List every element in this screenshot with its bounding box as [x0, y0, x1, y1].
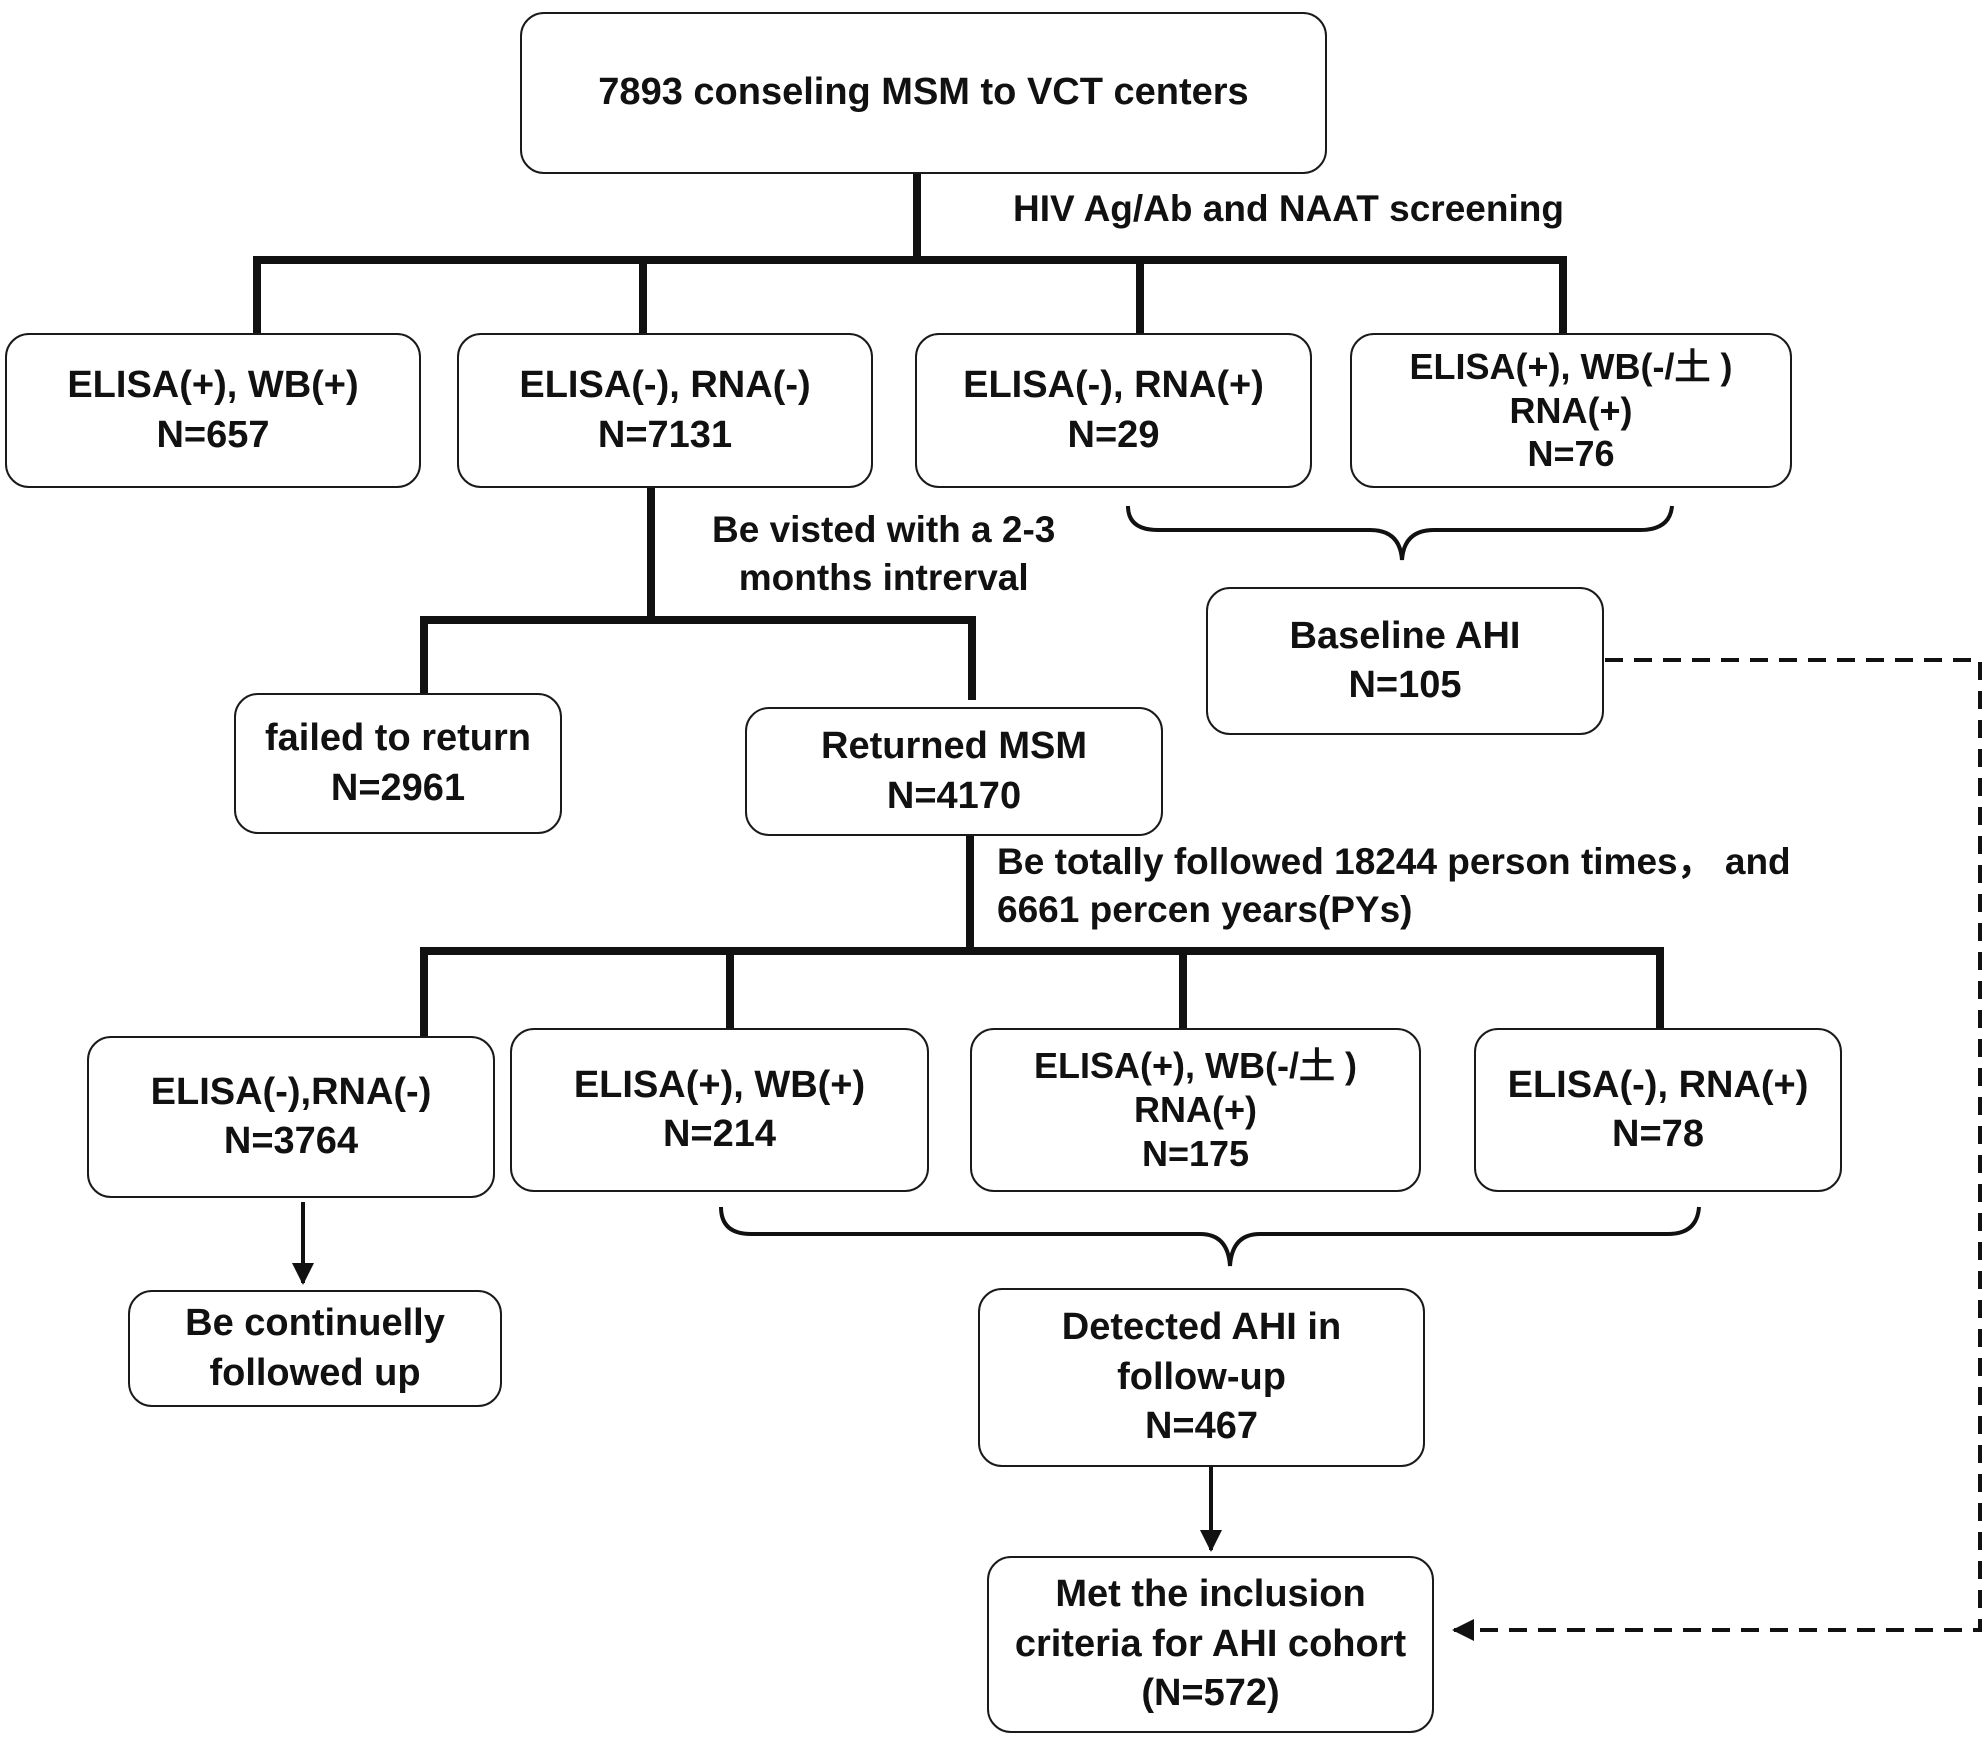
brace-detected [719, 1206, 1701, 1267]
row2-box-line: ELISA(+), WB(+) [573, 1063, 866, 1106]
row1-box-elisa-neg-rna-pos: ELISA(-), RNA(+) N=29 [915, 333, 1312, 488]
row2-box-elisa-neg-rna-neg: ELISA(-),RNA(-) N=3764 [87, 1036, 495, 1198]
failed-line: N=2961 [330, 766, 466, 809]
detected-line: follow-up [1117, 1355, 1286, 1398]
baseline-ahi-box: Baseline AHI N=105 [1206, 587, 1604, 735]
row2-box-line: RNA(+) [1134, 1089, 1257, 1131]
row2-box-line: N=175 [1141, 1132, 1250, 1174]
detected-line: N=467 [1144, 1405, 1259, 1448]
baseline-ahi-line: N=105 [1348, 664, 1462, 706]
returned-line: N=4170 [886, 774, 1022, 817]
row1-box-line: N=657 [156, 413, 270, 456]
dashed-baseline-to-final [1452, 658, 1982, 1641]
returned-msm-box: Returned MSM N=4170 [745, 707, 1163, 836]
row1-box-line: ELISA(+), WB(+) [67, 364, 359, 407]
row2-box-elisa-pos-wb-pos: ELISA(+), WB(+) N=214 [510, 1028, 929, 1192]
row2-box-line: N=214 [662, 1113, 777, 1155]
brace-baseline [1126, 505, 1674, 561]
inclusion-line: (N=572) [1141, 1672, 1280, 1715]
row2-box-elisa-neg-rna-pos: ELISA(-), RNA(+) N=78 [1474, 1028, 1842, 1192]
inclusion-criteria-box: Met the inclusion criteria for AHI cohor… [987, 1556, 1434, 1733]
row2-box-elisa-pos-wb-neg-rna-pos: ELISA(+), WB(-/土 ) RNA(+) N=175 [970, 1028, 1421, 1192]
visit-note: Be visted with a 2-3 months intrerval [712, 509, 1056, 599]
row1-box-elisa-pos-wb-pos: ELISA(+), WB(+) N=657 [5, 333, 421, 488]
row1-box-line: N=29 [1067, 413, 1160, 456]
row2-box-line: N=78 [1612, 1113, 1704, 1155]
row1-box-elisa-neg-rna-neg: ELISA(-), RNA(-) N=7131 [457, 333, 873, 488]
row1-box-line: N=76 [1527, 433, 1615, 475]
inclusion-line: Met the inclusion [1055, 1573, 1366, 1616]
failed-line: failed to return [264, 717, 532, 760]
row2-box-line: ELISA(+), WB(-/土 ) [1034, 1045, 1357, 1087]
continued-line: followed up [209, 1351, 421, 1394]
top-box-text: 7893 conseling MSM to VCT centers [598, 71, 1249, 114]
row1-box-line: ELISA(-), RNA(-) [519, 364, 811, 407]
baseline-ahi-line: Baseline AHI [1289, 614, 1521, 657]
row1-box-line: ELISA(-), RNA(+) [963, 364, 1264, 407]
returned-line: Returned MSM [821, 725, 1087, 768]
continued-line: Be continuelly [185, 1302, 445, 1345]
row2-box-line: ELISA(-),RNA(-) [150, 1070, 432, 1113]
continued-followup-box: Be continuelly followed up [128, 1290, 502, 1407]
failed-to-return-box: failed to return N=2961 [234, 693, 562, 834]
row1-box-line: RNA(+) [1509, 389, 1633, 431]
row1-box-line: N=7131 [597, 413, 733, 456]
row2-box-line: N=3764 [223, 1120, 359, 1162]
followed-note: Be totally followed 18244 person times， … [997, 841, 1791, 931]
row1-box-elisa-pos-wb-neg-rna-pos: ELISA(+), WB(-/土 ) RNA(+) N=76 [1350, 333, 1792, 488]
detected-line: Detected AHI in [1061, 1306, 1342, 1349]
row2-box-line: ELISA(-), RNA(+) [1507, 1063, 1809, 1106]
row1-box-line: ELISA(+), WB(-/土 ) [1409, 345, 1733, 387]
screening-note: HIV Ag/Ab and NAAT screening [1013, 188, 1564, 229]
detected-ahi-box: Detected AHI in follow-up N=467 [978, 1288, 1425, 1467]
inclusion-line: criteria for AHI cohort [1014, 1622, 1407, 1665]
top-box: 7893 conseling MSM to VCT centers [520, 12, 1327, 174]
